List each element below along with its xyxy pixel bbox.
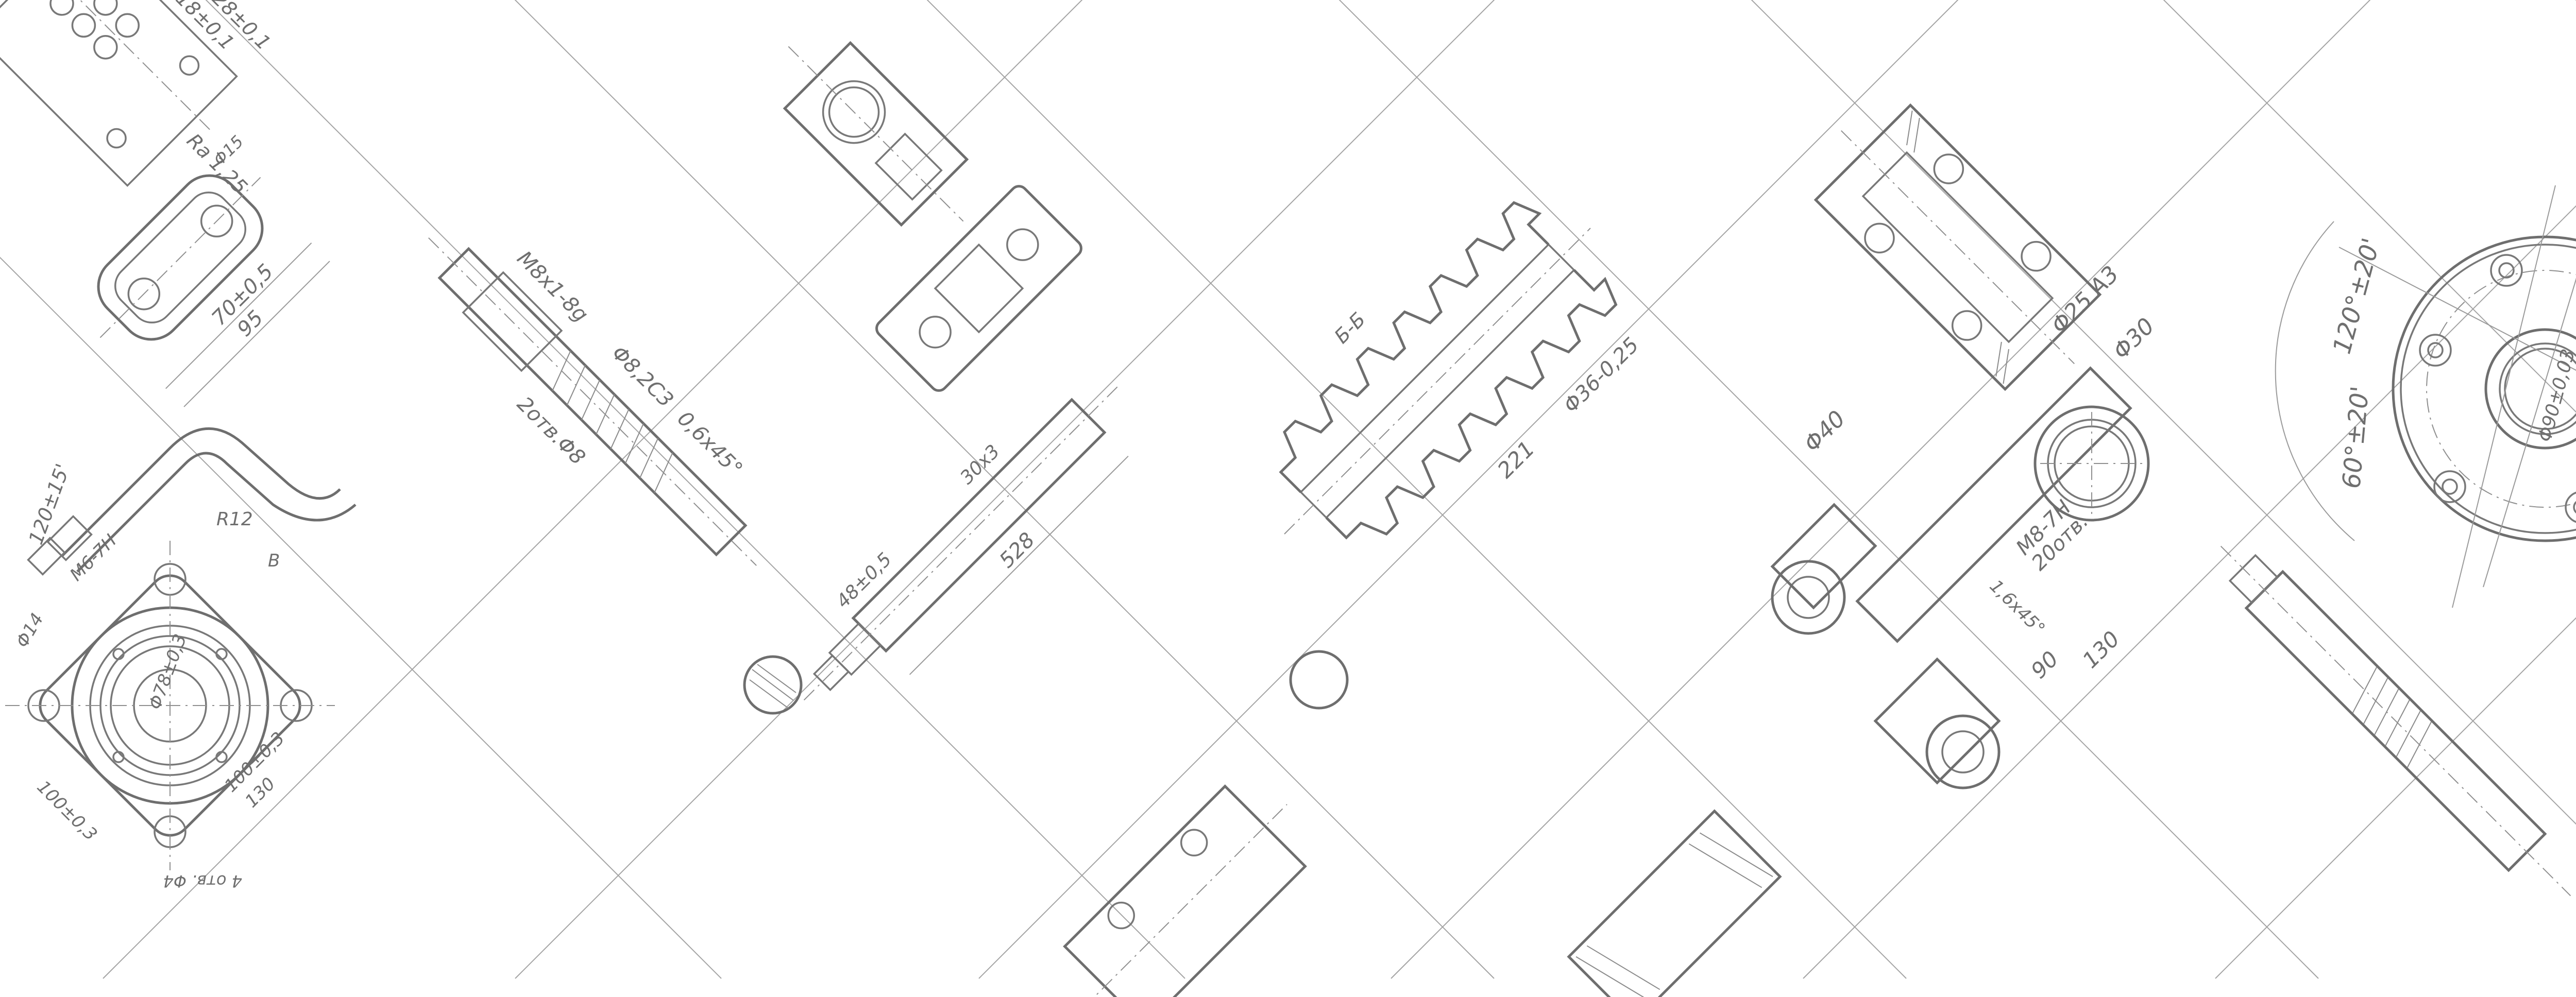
holes-8: 2отв.Φ8 <box>512 392 589 470</box>
bottom-bearing <box>1063 784 1307 997</box>
square-flange-left: Φ78±0,3 M6-7H Φ14 100±0,3 130 100±0,3 B … <box>5 530 335 891</box>
bottom-part-center <box>1567 809 1782 997</box>
gear-rack: Б-Б 221 Φ36-0,25 <box>1279 201 1643 540</box>
hole-dia-14: Φ14 <box>12 610 48 651</box>
round-section <box>743 650 1349 715</box>
bearing-assembly-center <box>1814 103 2102 391</box>
rack-section: Б-Б <box>1330 308 1370 348</box>
thread-spec: M6-7H <box>66 530 121 585</box>
flange-angle-120: 120°±20' <box>2327 235 2386 357</box>
threaded-shaft: M8x1-8g Φ8,2C3 0,6x45° 2отв.Φ8 <box>428 237 757 566</box>
dim-100-b: 100±0,3 <box>33 777 101 845</box>
shaft-dim-48: 48±0,5 <box>833 549 896 612</box>
bracket-angle: 120±15' <box>24 461 74 547</box>
block-part <box>783 41 969 227</box>
bent-pipe: R12 120±15' <box>24 427 357 576</box>
arm-hub: Φ30 <box>2108 313 2160 365</box>
arm-bore: Φ25 A3 <box>2046 261 2124 339</box>
bracket-radius: R12 <box>216 509 253 530</box>
arm-chamfer: 1,6x45° <box>1986 576 2049 639</box>
arm-dia-40: Φ40 <box>1799 406 1851 457</box>
long-shaft: 528 48±0,5 30x3 <box>803 386 1129 701</box>
arm-dim-130: 130 <box>2077 626 2124 673</box>
plate-two-holes <box>875 185 1082 392</box>
arm-dim-90: 90 <box>2026 646 2063 683</box>
bottom-shaft-right <box>2220 545 2571 897</box>
slotted-bracket: 70±0,5 95 Φ15 <box>97 131 330 407</box>
round-flange: 120°±20' 60°±20' Φ90±0,03 *M38x2x18S3 <box>2275 185 2576 608</box>
rack-outer-dia: Φ36-0,25 <box>1559 333 1643 418</box>
holes-spec: 4 отв. Φ4 <box>163 871 243 891</box>
dia-82: Φ8,2C3 <box>607 341 678 412</box>
chamfer-06: 0,6x45° <box>673 407 747 481</box>
thread-m8: M8x1-8g <box>512 247 592 327</box>
plate-hole-pattern: 18±0,1 28±0,1 Ra 1,25 <box>0 0 275 198</box>
rack-length: 221 <box>1493 436 1539 483</box>
label-b: B <box>268 551 280 571</box>
flange-angle-60: 60°±20' <box>2337 385 2375 490</box>
